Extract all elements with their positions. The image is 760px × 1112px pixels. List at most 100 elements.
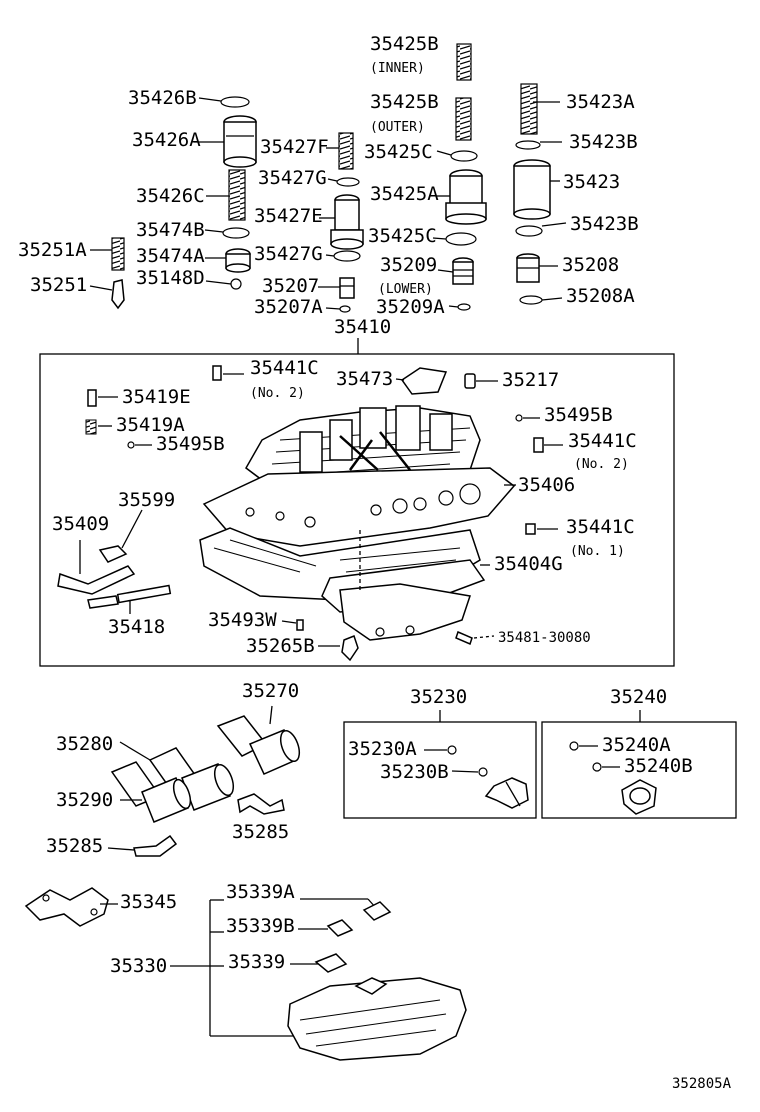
label-35474b: 35474B xyxy=(136,219,205,241)
label-35423b-bot: 35423B xyxy=(570,213,639,235)
valve-35208 xyxy=(516,253,540,283)
leader-35285-left xyxy=(107,847,135,851)
label-35230: 35230 xyxy=(410,686,467,708)
label-35423: 35423 xyxy=(563,171,620,193)
ring-35425c-top xyxy=(450,150,478,162)
ring-35427g-bot xyxy=(333,250,361,262)
label-35427f: 35427F xyxy=(260,136,329,158)
label-35265b: 35265B xyxy=(246,635,315,657)
leader-lines-top xyxy=(89,97,567,354)
label-35426a: 35426A xyxy=(132,129,201,151)
oil-strainer-group-35330 xyxy=(170,898,467,1061)
ring-35423b-top xyxy=(515,140,541,150)
ring-35426b xyxy=(220,96,250,108)
label-35419e: 35419E xyxy=(122,386,191,408)
label-35425c-top: 35425C xyxy=(364,141,433,163)
ball-35148d xyxy=(230,278,242,290)
spring-35427f xyxy=(338,132,354,170)
label-35426c: 35426C xyxy=(136,185,205,207)
label-35251a: 35251A xyxy=(18,239,87,261)
label-35240b: 35240B xyxy=(624,755,693,777)
label-35285-right: 35285 xyxy=(232,821,289,843)
note-35209: (LOWER) xyxy=(378,282,433,297)
callout-labels: 35425B (INNER) 35426B 35425B 35423A 3542… xyxy=(18,33,732,1092)
label-35270: 35270 xyxy=(242,680,299,702)
spring-35425b-outer xyxy=(455,97,472,141)
plunger-35426a xyxy=(223,115,257,168)
label-35418: 35418 xyxy=(108,616,165,638)
label-35426b: 35426B xyxy=(128,87,197,109)
ring-35474b xyxy=(222,227,250,239)
label-35339: 35339 xyxy=(228,951,285,973)
label-35285-left: 35285 xyxy=(46,835,103,857)
note-35425b-outer: (OUTER) xyxy=(370,120,425,135)
label-35441c-1: 35441C xyxy=(250,357,319,379)
solenoid-35290 xyxy=(110,761,192,823)
label-35251: 35251 xyxy=(30,274,87,296)
ring-35425c-bot xyxy=(445,232,477,246)
label-35339a: 35339A xyxy=(226,881,295,903)
label-35427g-top: 35427G xyxy=(258,167,327,189)
cap-35474a xyxy=(225,248,251,273)
valve-35209 xyxy=(452,257,474,285)
label-35208: 35208 xyxy=(562,254,619,276)
label-35473: 35473 xyxy=(336,368,393,390)
label-35425b-outer: 35425B xyxy=(370,91,439,113)
label-35406: 35406 xyxy=(518,474,575,496)
label-35425b-inner: 35425B xyxy=(370,33,439,55)
label-35240a: 35240A xyxy=(602,734,671,756)
ring-35208a xyxy=(519,295,543,305)
label-35339b: 35339B xyxy=(226,915,295,937)
ring-35209a xyxy=(457,303,471,311)
label-35207: 35207 xyxy=(262,275,319,297)
label-35474a: 35474A xyxy=(136,245,205,267)
label-35425c-bot: 35425C xyxy=(368,225,437,247)
label-35419a: 35419A xyxy=(116,414,185,436)
label-35423b-top: 35423B xyxy=(569,131,638,153)
clip-35285-left xyxy=(133,834,178,857)
label-35330: 35330 xyxy=(110,955,167,977)
label-35230b: 35230B xyxy=(380,761,449,783)
label-35207a: 35207A xyxy=(254,296,323,318)
label-35481-30080: 35481-30080 xyxy=(498,630,591,646)
label-35441c-3: 35441C xyxy=(566,516,635,538)
label-35290: 35290 xyxy=(56,789,113,811)
label-35280: 35280 xyxy=(56,733,113,755)
note-35441c-3: (No. 1) xyxy=(570,544,625,559)
ring-35427g-top xyxy=(336,177,360,187)
label-35209a: 35209A xyxy=(376,296,445,318)
valve-35427e xyxy=(330,194,364,250)
spring-35426c xyxy=(228,169,246,221)
solenoid-box-35240 xyxy=(541,710,737,819)
label-35441c-2: 35441C xyxy=(568,430,637,452)
label-35495b-left: 35495B xyxy=(156,433,225,455)
label-35495b-right: 35495B xyxy=(544,404,613,426)
spring-35423a xyxy=(520,83,538,135)
note-35441c-2: (No. 2) xyxy=(574,457,629,472)
valve-body-assembly-frame xyxy=(39,353,675,667)
plunger-35423 xyxy=(513,159,551,220)
label-35230a: 35230A xyxy=(348,738,417,760)
ring-35423b-bot xyxy=(515,225,543,237)
label-35404g: 35404G xyxy=(494,553,563,575)
label-35425a: 35425A xyxy=(370,183,439,205)
label-35209: 35209 xyxy=(380,254,437,276)
label-35240: 35240 xyxy=(610,686,667,708)
label-35599: 35599 xyxy=(118,489,175,511)
clip-35251 xyxy=(111,279,125,310)
label-35423a: 35423A xyxy=(566,91,635,113)
label-35427g-bot: 35427G xyxy=(254,243,323,265)
note-35425b-inner: (INNER) xyxy=(370,61,425,76)
label-35493w: 35493W xyxy=(208,609,277,631)
clip-35285-right xyxy=(237,793,285,815)
valve-body-assembly-35410 xyxy=(57,365,563,662)
label-35409: 35409 xyxy=(52,513,109,535)
diagram-reference-number: 352805A xyxy=(672,1076,732,1092)
label-35345: 35345 xyxy=(120,891,177,913)
label-35217: 35217 xyxy=(502,369,559,391)
label-35148d: 35148D xyxy=(136,267,205,289)
spring-35251a xyxy=(111,237,125,271)
plunger-35425a xyxy=(445,169,487,225)
note-35441c-1: (No. 2) xyxy=(250,386,305,401)
